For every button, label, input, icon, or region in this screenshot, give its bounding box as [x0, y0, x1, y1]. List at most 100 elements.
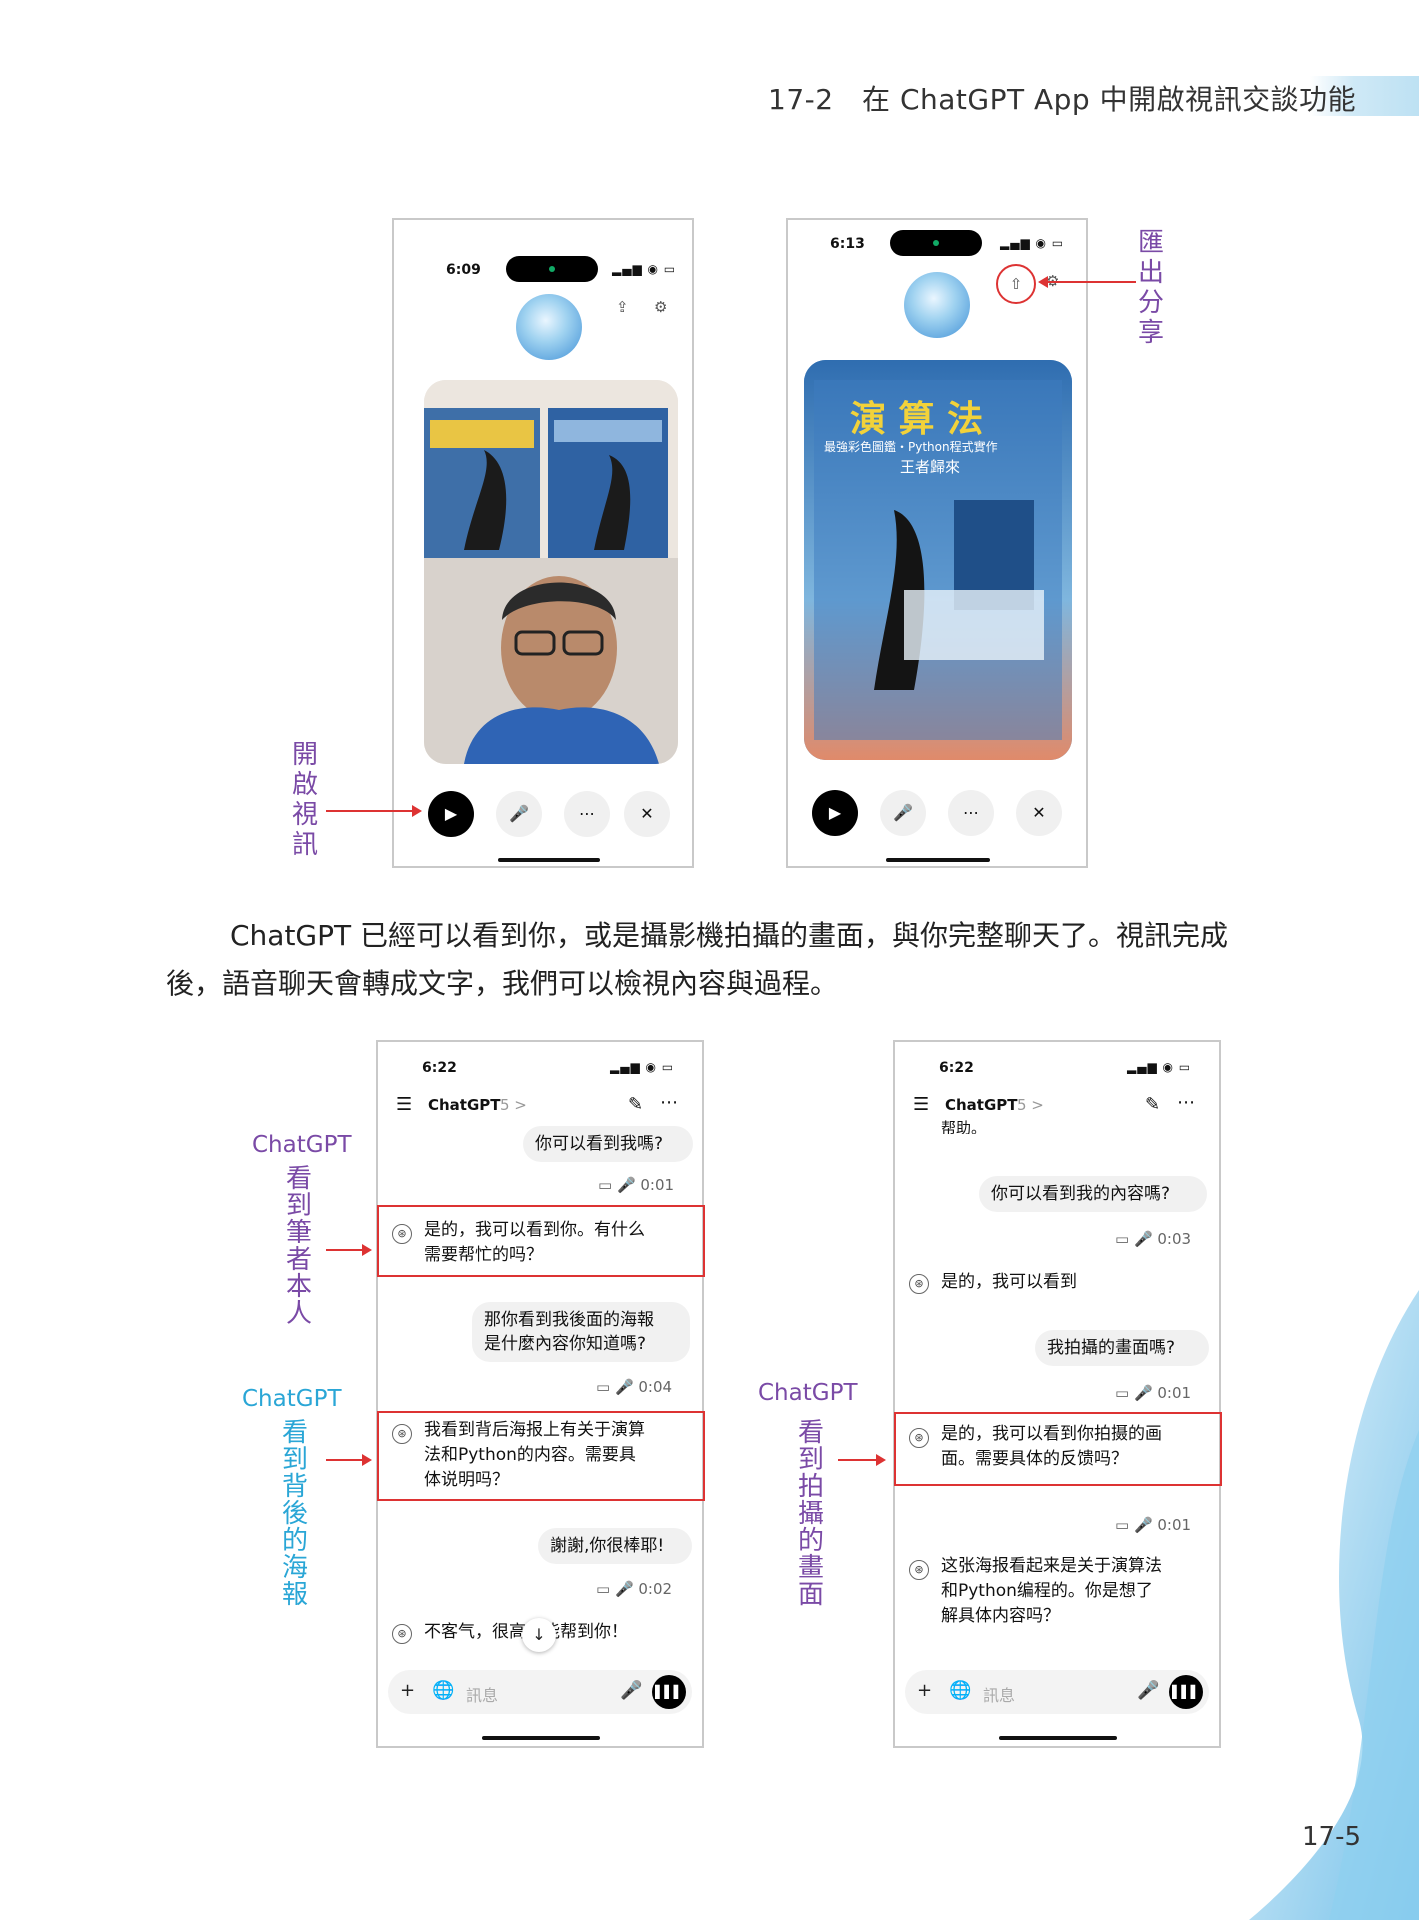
dynamic-island [890, 230, 982, 256]
label-chatgpt: ChatGPT [252, 1132, 352, 1158]
message-input[interactable]: 訊息 [983, 1686, 1016, 1705]
label-sees-author: 看 到 筆 者 本 人 [285, 1164, 312, 1329]
menu-icon[interactable]: ☰ [913, 1094, 930, 1115]
user-message: 你可以看到我嗎? [523, 1126, 693, 1162]
app-title[interactable]: ChatGPT [428, 1096, 501, 1114]
status-icons: ▂▄▆ ◉ ▭ [1127, 1060, 1192, 1074]
plus-icon[interactable]: + [400, 1680, 416, 1701]
home-indicator [999, 1736, 1117, 1740]
annotation-export-share: 匯 出 分 享 [1137, 228, 1164, 348]
message-input-bar[interactable] [905, 1670, 1209, 1714]
gpt-icon: ⊛ [909, 1428, 929, 1448]
label-chatgpt: ChatGPT [242, 1386, 342, 1412]
camera-image [424, 380, 678, 764]
video-toggle-button[interactable]: ▶ [428, 791, 474, 837]
voice-meta: ▭ 🎤 0:01 [1115, 1516, 1192, 1534]
assistant-reply: 是的，我可以看到你。有什么 需要帮忙的吗？ [424, 1220, 645, 1265]
share-icon-highlight[interactable]: ⇧ [996, 264, 1036, 304]
voice-meta: ▭ 🎤 0:03 [1115, 1230, 1192, 1248]
globe-icon[interactable]: 🌐 [432, 1680, 455, 1701]
status-icons: ▂▄▆ ◉ ▭ [1000, 236, 1065, 250]
plus-icon[interactable]: + [917, 1680, 933, 1701]
status-time: 6:22 [422, 1060, 457, 1076]
status-icons: ▂▄▆ ◉ ▭ [610, 1060, 675, 1074]
gpt-icon: ⊛ [909, 1560, 929, 1580]
user-message: 你可以看到我的內容嗎? [979, 1176, 1207, 1212]
header-accent-bar [1310, 76, 1419, 116]
user-message: 謝謝,你很棒耶! [538, 1528, 692, 1564]
label-chatgpt: ChatGPT [758, 1380, 858, 1406]
gpt-icon: ⊛ [909, 1274, 929, 1294]
gpt-icon: ⊛ [392, 1224, 412, 1244]
dynamic-island [506, 256, 598, 282]
share-icon[interactable]: ⇪ [616, 298, 629, 316]
chat-screenshot-2: 6:22 ▂▄▆ ◉ ▭ ☰ ChatGPT 5 > ✎ ⋯ 帮助。 你可以看到… [893, 1040, 1221, 1748]
user-message: 我拍攝的畫面嗎? [1035, 1330, 1209, 1366]
model-version[interactable]: 5 > [500, 1096, 527, 1114]
highlight-box [894, 1412, 1222, 1486]
voice-mode-button[interactable]: ▌▌▌ [652, 1675, 686, 1709]
more-icon[interactable]: ⋯ [660, 1092, 678, 1113]
phone-screenshot-video-start: 6:09 ▂▄▆ ◉ ▭ ⇪ ⚙ ▶ 🎤 ⋯ ✕ [392, 218, 694, 868]
annotation-arrow [326, 1454, 372, 1466]
phone-screenshot-video-share: 6:13 ▂▄▆ ◉ ▭ ⇧ ⚙ 演 算 法 最強彩色圖鑑・Python程式實作… [786, 218, 1088, 868]
status-time: 6:09 [446, 262, 481, 278]
chat-screenshot-1: 6:22 ▂▄▆ ◉ ▭ ☰ ChatGPT 5 > ✎ ⋯ 你可以看到我嗎? … [376, 1040, 704, 1748]
chatgpt-avatar [904, 272, 970, 338]
model-version[interactable]: 5 > [1017, 1096, 1044, 1114]
more-button[interactable]: ⋯ [948, 790, 994, 836]
message-input-bar[interactable] [388, 1670, 692, 1714]
gpt-icon: ⊛ [392, 1624, 412, 1644]
annotation-arrow [326, 805, 422, 817]
video-toggle-button[interactable]: ▶ [812, 790, 858, 836]
mic-button[interactable]: 🎤 [880, 790, 926, 836]
chatgpt-avatar [516, 294, 582, 360]
decorative-wave [1249, 1290, 1419, 1920]
close-button[interactable]: ✕ [624, 791, 670, 837]
app-title[interactable]: ChatGPT [945, 1096, 1018, 1114]
home-indicator [498, 858, 600, 862]
annotation-arrow [1038, 276, 1136, 288]
camera-preview [424, 380, 678, 764]
mic-icon[interactable]: 🎤 [1137, 1680, 1160, 1701]
label-sees-poster-behind: 看 到 背 後 的 海 報 [281, 1418, 308, 1610]
assistant-reply: 是的，我可以看到你拍摄的画 面。需要具体的反馈吗？ [941, 1424, 1162, 1469]
assistant-reply: 我看到背后海报上有关于演算 法和Python的内容。需要具 体说明吗？ [424, 1420, 645, 1490]
poster-image [804, 360, 1072, 760]
menu-icon[interactable]: ☰ [396, 1094, 413, 1115]
voice-meta: ▭ 🎤 0:02 [596, 1580, 673, 1598]
new-chat-icon[interactable]: ✎ [1145, 1094, 1161, 1115]
voice-mode-button[interactable]: ▌▌▌ [1169, 1675, 1203, 1709]
more-icon[interactable]: ⋯ [1177, 1092, 1195, 1113]
mic-button[interactable]: 🎤 [496, 791, 542, 837]
voice-meta: ▭ 🎤 0:01 [598, 1176, 675, 1194]
globe-icon[interactable]: 🌐 [949, 1680, 972, 1701]
page-number: 17-5 [1302, 1822, 1362, 1852]
poster-subtitle: 最強彩色圖鑑・Python程式實作 [824, 440, 998, 454]
poster-title: 演 算 法 [850, 399, 984, 440]
status-time: 6:22 [939, 1060, 974, 1076]
assistant-reply: 这张海报看起来是关于演算法 和Python编程的。你是想了 解具体内容吗？ [941, 1556, 1162, 1626]
paragraph-line-1: ChatGPT 已經可以看到你，或是攝影機拍攝的畫面，與你完整聊天了。視訊完成 [230, 919, 1229, 952]
voice-meta: ▭ 🎤 0:04 [596, 1378, 673, 1396]
voice-meta: ▭ 🎤 0:01 [1115, 1384, 1192, 1402]
chapter-title: 17-2 在 ChatGPT App 中開啟視訊交談功能 [768, 83, 1357, 116]
assistant-reply: 是的，我可以看到 [941, 1272, 1077, 1292]
new-chat-icon[interactable]: ✎ [628, 1094, 644, 1115]
annotation-open-video: 開 啟 視 訊 [291, 740, 318, 860]
scroll-down-button[interactable]: ↓ [522, 1618, 556, 1652]
mic-icon[interactable]: 🎤 [620, 1680, 643, 1701]
highlight-box [377, 1411, 705, 1501]
cutoff-text: 帮助。 [941, 1120, 987, 1134]
user-message: 那你看到我後面的海報 是什麼內容你知道嗎? [472, 1302, 690, 1362]
more-button[interactable]: ⋯ [564, 791, 610, 837]
label-sees-captured-frame: 看 到 拍 攝 的 畫 面 [797, 1418, 824, 1610]
status-icons: ▂▄▆ ◉ ▭ [612, 262, 677, 276]
settings-icon[interactable]: ⚙ [654, 298, 668, 316]
home-indicator [886, 858, 990, 862]
message-input[interactable]: 訊息 [466, 1686, 499, 1705]
status-time: 6:13 [830, 236, 865, 252]
paragraph-line-2: 後，語音聊天會轉成文字，我們可以檢視內容與過程。 [166, 967, 839, 1000]
close-button[interactable]: ✕ [1016, 790, 1062, 836]
annotation-arrow [838, 1454, 886, 1466]
